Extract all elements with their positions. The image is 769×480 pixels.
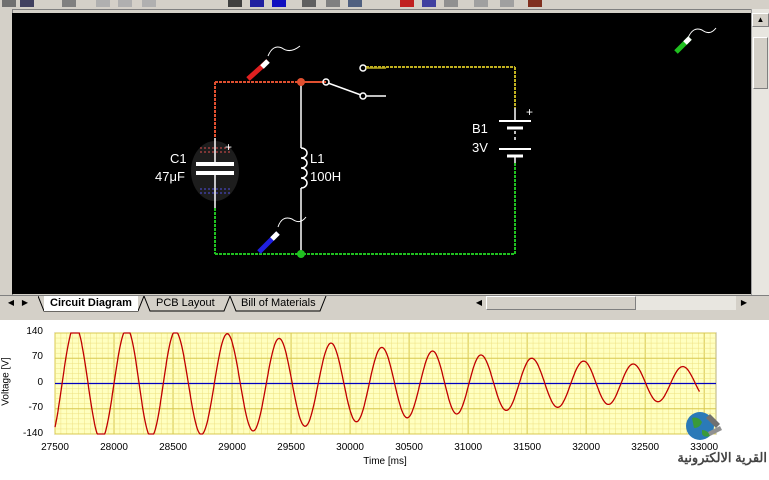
tab-circuit-diagram[interactable]: Circuit Diagram (44, 296, 138, 311)
b1-value: 3V (472, 140, 488, 155)
print-icon[interactable] (62, 0, 76, 7)
b1-plus-sign: + (526, 105, 534, 119)
circuit-canvas[interactable]: C1 47μF + L1 100H B1 3V + (12, 13, 751, 294)
copy-icon[interactable] (118, 0, 132, 7)
pause-icon[interactable] (250, 0, 264, 7)
grid-icon[interactable] (444, 0, 458, 7)
x-tick-label: 32500 (631, 442, 660, 453)
tab-outlines (38, 296, 327, 312)
switch[interactable] (322, 64, 386, 100)
paste-icon[interactable] (142, 0, 156, 7)
c1-plus-sign: + (225, 140, 233, 154)
vertical-scrollbar[interactable]: ▲ (751, 9, 769, 295)
tab-pcb-layout[interactable]: PCB Layout (156, 297, 215, 309)
voltage-series-line (54, 332, 701, 435)
wire-bottom-green[interactable] (214, 163, 516, 255)
c1-value: 47μF (155, 169, 185, 184)
junction-top (297, 78, 305, 86)
battery-b1[interactable] (499, 108, 531, 163)
x-axis-label: Time [ms] (363, 456, 407, 467)
y-axis-label: Voltage [V] (0, 357, 12, 406)
watermark-text: القرية الالكترونية (677, 450, 767, 465)
junction-bottom (297, 250, 305, 258)
voltage-graph[interactable]: 140 70 0 -70 -140 Voltage [V] 27500 28000… (0, 320, 769, 480)
x-tick-label: 30500 (395, 442, 423, 453)
b1-name: B1 (472, 121, 488, 136)
y-tick-label: 70 (31, 351, 43, 362)
tab-scroll-right-icon[interactable]: ▶ (21, 298, 29, 307)
open-icon[interactable] (2, 0, 16, 7)
c1-name: C1 (170, 151, 187, 166)
graph-icon[interactable] (422, 0, 436, 7)
x-tick-label: 29000 (218, 442, 246, 453)
toolbar (0, 0, 769, 10)
rotate-icon[interactable] (474, 0, 488, 7)
probe-blue-icon[interactable] (257, 216, 307, 254)
horizontal-scroll-thumb[interactable] (486, 296, 636, 310)
cut-icon[interactable] (96, 0, 110, 7)
horizontal-scrollbar[interactable]: ◀ ▶ (472, 296, 751, 310)
voltage-plot (54, 332, 717, 435)
capacitor-c1[interactable] (191, 138, 239, 208)
y-tick-label: -140 (22, 428, 43, 439)
x-tick-label: 28000 (100, 442, 128, 453)
scroll-up-icon[interactable]: ▲ (752, 13, 769, 27)
flip-icon[interactable] (500, 0, 514, 7)
stop-icon[interactable] (272, 0, 286, 7)
zoom-icon[interactable] (348, 0, 362, 7)
globe-tools-logo-icon (686, 412, 722, 440)
tab-scroll-left-icon[interactable]: ◀ (7, 298, 15, 307)
probe-green-icon[interactable] (674, 27, 717, 54)
play-icon[interactable] (228, 0, 242, 7)
save-icon[interactable] (20, 0, 34, 7)
probe-icon[interactable] (400, 0, 414, 7)
scroll-left-icon[interactable]: ◀ (475, 298, 483, 307)
x-tick-label: 30000 (336, 442, 364, 453)
x-tick-label: 32000 (572, 442, 601, 453)
x-tick-label: 33000 (690, 442, 719, 453)
wire-icon[interactable] (326, 0, 340, 7)
x-tick-label: 31000 (454, 442, 483, 453)
wire-top-red[interactable] (214, 81, 326, 138)
probe-red-icon[interactable] (246, 45, 301, 81)
pointer-icon[interactable] (302, 0, 316, 7)
y-tick-label: 140 (26, 326, 43, 337)
x-tick-label: 28500 (159, 442, 187, 453)
vertical-scroll-thumb[interactable] (753, 37, 768, 89)
y-tick-label: 0 (37, 377, 43, 388)
wire-right-yellow[interactable] (366, 66, 516, 108)
x-tick-label: 27500 (41, 442, 69, 453)
y-tick-label: -70 (28, 402, 43, 413)
inductor-l1[interactable] (300, 147, 308, 189)
x-tick-label: 31500 (513, 442, 542, 453)
l1-value: 100H (310, 169, 342, 184)
circuit-svg (191, 27, 717, 258)
scroll-right-icon[interactable]: ▶ (740, 298, 748, 307)
x-tick-label: 29500 (277, 442, 305, 453)
l1-name: L1 (310, 151, 325, 166)
tab-bill-of-materials[interactable]: Bill of Materials (241, 297, 316, 309)
parts-icon[interactable] (528, 0, 542, 7)
